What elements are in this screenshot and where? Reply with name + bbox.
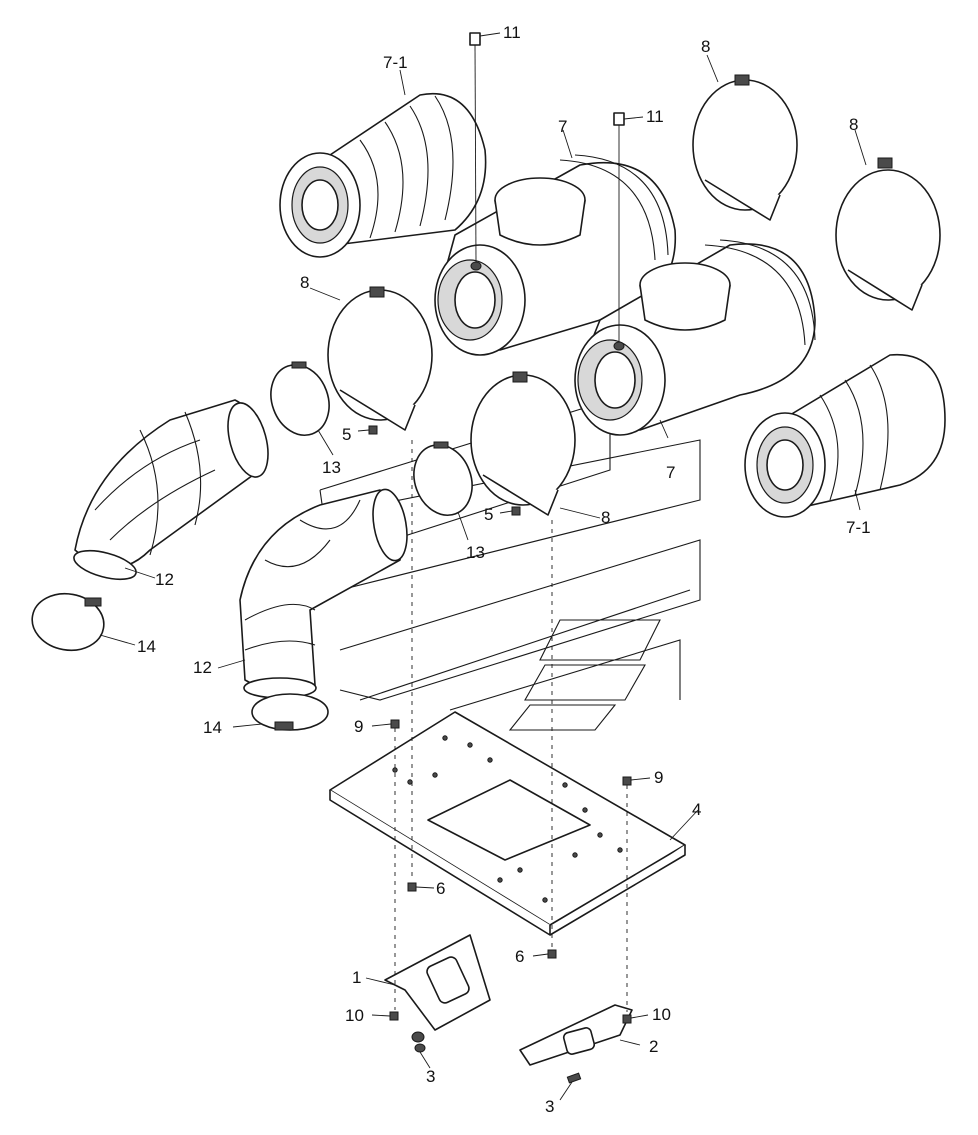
callout-11-top: 11 (503, 23, 521, 42)
callout-12-b: 12 (193, 658, 212, 677)
callout-8-a: 8 (701, 37, 710, 56)
intake-hose-left (73, 399, 269, 581)
callout-4: 4 (692, 800, 701, 819)
bracket-2 (519, 1004, 633, 1084)
callout-6-b: 6 (515, 947, 524, 966)
callout-13-a: 13 (322, 458, 341, 477)
callout-12-a: 12 (155, 570, 174, 589)
callout-2: 2 (649, 1037, 658, 1056)
air-cleaner-housing-upper (434, 154, 677, 356)
callout-3-b: 3 (545, 1097, 554, 1116)
callout-11-second: 11 (646, 107, 664, 126)
callout-6-a: 6 (436, 879, 445, 898)
hose-clamp-14a (31, 592, 105, 652)
callout-9-b: 9 (654, 768, 663, 787)
callout-3-a: 3 (426, 1067, 435, 1086)
mounting-plate (329, 711, 686, 936)
callout-8-d: 8 (601, 508, 610, 527)
callout-8-b: 8 (849, 115, 858, 134)
filter-element-left (279, 93, 487, 258)
callout-9-a: 9 (354, 717, 363, 736)
mounting-band-1 (692, 74, 798, 221)
callout-13-b: 13 (466, 543, 485, 562)
leaders (99, 32, 867, 1101)
hose-clamp-13b (413, 441, 473, 516)
callout-7-upper: 7 (558, 117, 567, 136)
callouts: 11 7-1 8 7 11 8 8 5 13 7 5 8 7-1 13 12 1… (137, 23, 871, 1116)
hose-clamp-13a (270, 361, 330, 436)
air-cleaner-housing-lower (574, 239, 816, 436)
callout-10-b: 10 (652, 1005, 671, 1024)
bracket-1 (384, 934, 491, 1043)
mounting-band-2 (835, 157, 941, 311)
mounting-band-3 (327, 286, 433, 431)
callout-8-c: 8 (300, 273, 309, 292)
hose-clamp-14b (251, 693, 329, 731)
assembly-lines (394, 44, 628, 1012)
callout-14-a: 14 (137, 637, 156, 656)
callout-10-a: 10 (345, 1006, 364, 1025)
callout-5-b: 5 (484, 505, 493, 524)
callout-1: 1 (352, 968, 361, 987)
callout-7-1-top: 7-1 (383, 53, 408, 72)
intake-hose-right (239, 488, 408, 699)
mounting-band-4 (470, 371, 576, 516)
callout-7-1-right: 7-1 (846, 518, 871, 537)
filter-element-right (744, 353, 946, 518)
callout-5-a: 5 (342, 425, 351, 444)
callout-14-b: 14 (203, 718, 222, 737)
callout-7-lower: 7 (666, 463, 675, 482)
